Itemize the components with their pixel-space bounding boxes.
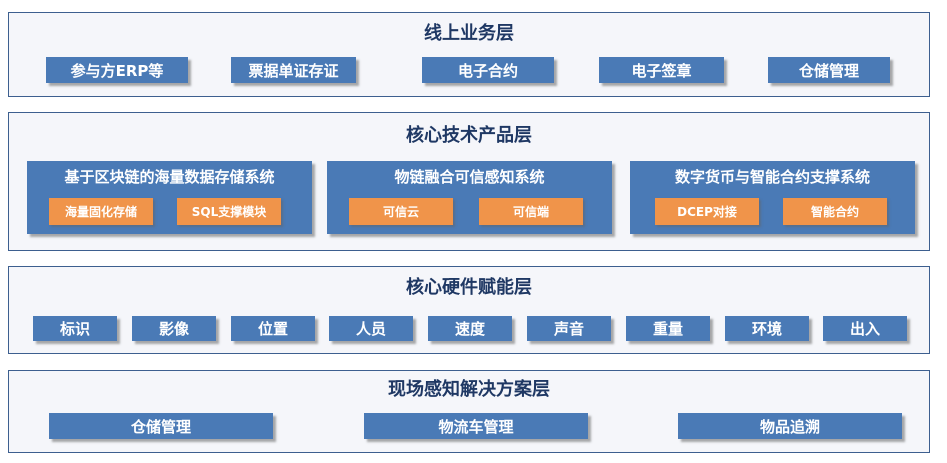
hw-item-access[interactable]: 出入	[823, 316, 907, 341]
hw-item-speed[interactable]: 速度	[428, 316, 512, 341]
panel-title-digital-currency: 数字货币与智能合约支撑系统	[674, 168, 870, 186]
layer-core-tech: 核心技术产品层 基于区块链的海量数据存储系统 海量固化存储 SQL支撑模块 物链…	[8, 112, 930, 251]
sub-dcep[interactable]: DCEP对接	[655, 198, 759, 225]
panel-blockchain-storage: 基于区块链的海量数据存储系统 海量固化存储 SQL支撑模块	[27, 161, 312, 234]
hw-item-location[interactable]: 位置	[231, 316, 315, 341]
online-item-e-contract[interactable]: 电子合约	[422, 57, 554, 83]
layer-solution: 现场感知解决方案层 仓储管理 物流车管理 物品追溯	[8, 370, 930, 453]
panel-trusted-sensing: 物链融合可信感知系统 可信云 可信端	[327, 161, 612, 234]
online-item-bill-evidence[interactable]: 票据单证存证	[231, 57, 356, 83]
hw-item-identifier[interactable]: 标识	[33, 316, 117, 341]
panel-digital-currency: 数字货币与智能合约支撑系统 DCEP对接 智能合约	[630, 161, 915, 234]
online-item-e-signature[interactable]: 电子签章	[599, 57, 724, 83]
panel-title-blockchain-storage: 基于区块链的海量数据存储系统	[64, 168, 275, 186]
online-item-warehouse[interactable]: 仓储管理	[768, 57, 890, 83]
sub-smart-contract[interactable]: 智能合约	[783, 198, 887, 225]
sub-trusted-end[interactable]: 可信端	[479, 198, 583, 225]
hw-item-image[interactable]: 影像	[132, 316, 216, 341]
solution-item-warehouse[interactable]: 仓储管理	[49, 413, 273, 439]
hw-item-weight[interactable]: 重量	[626, 316, 710, 341]
hw-item-personnel[interactable]: 人员	[329, 316, 413, 341]
online-item-erp[interactable]: 参与方ERP等	[46, 57, 188, 83]
sub-sql-module[interactable]: SQL支撑模块	[177, 198, 281, 225]
panel-title-trusted-sensing: 物链融合可信感知系统	[394, 168, 545, 186]
layer-title-solution: 现场感知解决方案层	[388, 379, 550, 400]
solution-item-traceability[interactable]: 物品追溯	[678, 413, 902, 439]
layer-title-core-tech: 核心技术产品层	[406, 125, 532, 146]
layer-hardware: 核心硬件赋能层 标识 影像 位置 人员 速度 声音 重量 环境 出入	[8, 266, 930, 354]
sub-mass-storage[interactable]: 海量固化存储	[49, 198, 153, 225]
hw-item-environment[interactable]: 环境	[725, 316, 809, 341]
layer-title-online: 线上业务层	[424, 23, 514, 44]
hw-item-sound[interactable]: 声音	[527, 316, 611, 341]
layer-online-business: 线上业务层 参与方ERP等 票据单证存证 电子合约 电子签章 仓储管理	[8, 12, 930, 97]
solution-item-logistics-vehicle[interactable]: 物流车管理	[364, 413, 588, 439]
sub-trusted-cloud[interactable]: 可信云	[349, 198, 453, 225]
layer-title-hardware: 核心硬件赋能层	[406, 277, 532, 298]
